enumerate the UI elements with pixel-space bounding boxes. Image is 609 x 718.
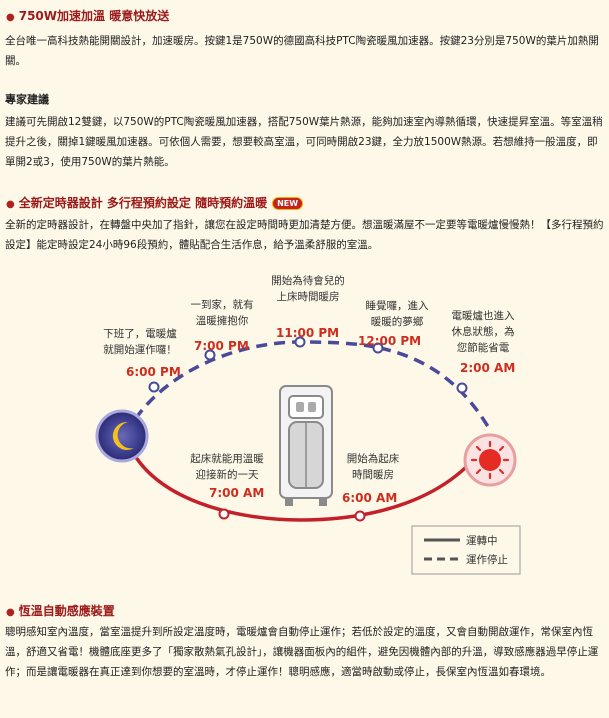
desc-6am-line1: 開始為起床 xyxy=(347,452,400,465)
bullet-icon: ● xyxy=(6,12,15,23)
desc-11pm-line1: 開始為待會兒的 xyxy=(271,274,345,287)
expert-advice-body: 建議可先開啟12雙鍵，以750W的PTC陶瓷暖風加速器，搭配750W葉片熱源，能… xyxy=(5,116,603,168)
section-title-timer: ●全新定時器設計 多行程預約設定 隨時預約溫暖 NEW xyxy=(6,194,304,211)
upper-arc-stopped xyxy=(124,340,381,435)
heater-icon xyxy=(279,385,333,506)
section-title-text: 750W加速加溫 暖意快放送 xyxy=(18,9,170,23)
sun-icon xyxy=(463,433,517,487)
desc-2am-line2: 休息狀態，為 xyxy=(452,325,515,338)
section-title-text: 恆溫自動感應裝置 xyxy=(18,604,115,618)
moon-circle xyxy=(95,409,149,463)
legend: 運轉中 運作停止 xyxy=(411,525,521,575)
time-label-7am: 7:00 AM xyxy=(209,486,264,500)
section-title-750w: ●750W加速加溫 暖意快放送 xyxy=(6,7,169,24)
expert-advice-title: 專家建議 xyxy=(5,93,49,106)
desc-7pm-line1: 一到家，就有 xyxy=(191,298,254,311)
time-label-11pm: 11:00 PM xyxy=(276,326,339,340)
desc-6pm-line1: 下班了，電暖爐 xyxy=(103,327,177,340)
desc-6am-line2: 時間暖房 xyxy=(352,468,394,481)
moon-icon xyxy=(112,421,134,450)
timer-schedule-diagram: 11:00 PM 7:00 PM 6:00 PM 12:00 PM 2:00 A… xyxy=(95,274,521,575)
section-body-750w: 全台唯一高科技熱能開關設計，加速暖房。按鍵1是750W的德國高科技PTC陶瓷暖風… xyxy=(5,35,599,67)
time-label-6pm: 6:00 PM xyxy=(126,365,181,379)
section-body-timer: 全新的定時器設計，在轉盤中央加了指針，讓您在設定時間時更加清楚方便。想溫暖滿屋不… xyxy=(5,219,604,251)
desc-7pm-line2: 溫暖擁抱你 xyxy=(196,314,249,327)
legend-running-label: 運轉中 xyxy=(466,534,498,547)
desc-6pm-line2: 就開始運作囉！ xyxy=(103,343,177,356)
bullet-icon: ● xyxy=(6,607,15,618)
section-title-thermostat: ●恆溫自動感應裝置 xyxy=(6,602,115,619)
legend-stopped-label: 運作停止 xyxy=(466,553,508,566)
time-label-7pm: 7:00 PM xyxy=(194,339,249,353)
lower-arc-running xyxy=(124,437,492,522)
desc-2am-line3: 您節能省電 xyxy=(457,341,510,354)
desc-2am-line1: 電暖爐也進入 xyxy=(452,309,515,322)
time-markers xyxy=(148,336,468,522)
desc-12pm-line2: 暖暖的夢鄉 xyxy=(371,315,424,328)
new-badge: NEW xyxy=(272,197,304,210)
time-label-2am: 2:00 AM xyxy=(460,361,515,375)
time-label-6am: 6:00 AM xyxy=(342,491,397,505)
desc-12pm-line1: 睡覺囉，進入 xyxy=(366,299,429,312)
section-title-text: 全新定時器設計 多行程預約設定 隨時預約溫暖 xyxy=(18,196,268,210)
desc-11pm-line2: 上床時間暖房 xyxy=(277,290,340,303)
section-body-thermostat: 聰明感知室內溫度，當室溫提升到所設定溫度時，電暖爐會自動停止運作；若低於設定的溫… xyxy=(5,626,599,678)
desc-7am-line2: 迎接新的一天 xyxy=(196,468,259,481)
time-label-12pm: 12:00 PM xyxy=(358,334,421,348)
desc-7am-line1: 起床就能用溫暖 xyxy=(190,452,264,465)
bullet-icon: ● xyxy=(6,199,15,210)
